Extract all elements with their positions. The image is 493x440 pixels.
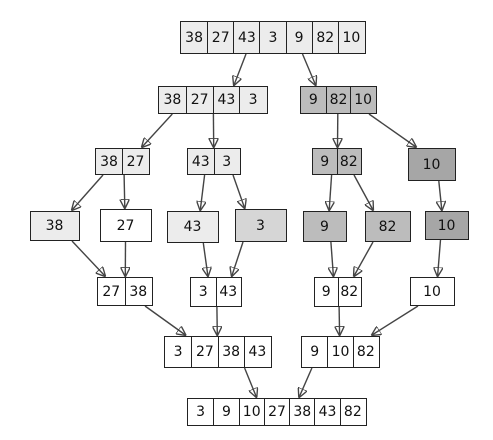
array-cell: 3 xyxy=(236,210,285,241)
array-cell: 43 xyxy=(188,149,214,174)
array-cell: 9 xyxy=(315,278,338,306)
array-cell: 3 xyxy=(188,399,213,425)
leaf-43: 43 xyxy=(167,211,219,243)
array-cell: 27 xyxy=(186,87,213,113)
array-cell: 10 xyxy=(411,278,453,305)
arrow-root-to-split-left xyxy=(234,54,246,85)
arrow-split-9-82-to-leaf-82 xyxy=(354,175,373,210)
array-cell: 43 xyxy=(213,87,240,113)
array-cell: 38 xyxy=(125,278,152,305)
array-cell: 27 xyxy=(207,22,233,53)
arrow-split-left-to-split-38-27 xyxy=(142,114,172,147)
array-cell: 43 xyxy=(233,22,259,53)
array-cell: 27 xyxy=(101,210,150,241)
arrow-split-9-82-to-leaf-9 xyxy=(329,175,331,210)
array-cell: 82 xyxy=(338,278,361,306)
array-cell: 3 xyxy=(214,149,240,174)
array-cell: 9 xyxy=(302,337,327,367)
array-cell: 9 xyxy=(213,399,238,425)
arrow-leaf-38-to-merge-27-38 xyxy=(72,241,105,276)
array-cell: 27 xyxy=(122,149,148,174)
arrow-split-10-to-leaf-10 xyxy=(439,181,442,210)
array-cell: 10 xyxy=(338,22,364,53)
array-cell: 38 xyxy=(218,337,244,367)
array-cell: 82 xyxy=(312,22,338,53)
arrow-leaf-10-to-merge-10 xyxy=(438,240,441,276)
array-cell: 38 xyxy=(181,22,207,53)
merge-10-array: 10 xyxy=(410,277,455,306)
array-cell: 3 xyxy=(165,337,191,367)
array-cell: 43 xyxy=(244,337,270,367)
array-cell: 82 xyxy=(326,87,351,113)
leaf-10: 10 xyxy=(425,211,469,240)
arrow-leaf-43-to-merge-3-43 xyxy=(203,243,208,276)
array-cell: 82 xyxy=(366,212,409,241)
arrow-split-right-to-split-10 xyxy=(369,114,416,147)
array-cell: 38 xyxy=(96,149,122,174)
array-cell: 82 xyxy=(353,337,378,367)
arrow-split-38-27-to-leaf-27 xyxy=(124,175,125,208)
leaf-38: 38 xyxy=(30,211,80,241)
array-cell: 10 xyxy=(426,212,467,239)
arrow-merge-10-to-merge-right xyxy=(372,306,418,335)
arrow-leaf-82-to-merge-9-82 xyxy=(354,242,373,276)
array-cell: 9 xyxy=(286,22,312,53)
array-cell: 10 xyxy=(239,399,264,425)
array-cell: 9 xyxy=(313,149,337,174)
arrow-merge-9-82-to-merge-right xyxy=(339,307,340,335)
array-cell: 38 xyxy=(159,87,186,113)
leaf-9: 9 xyxy=(303,211,347,242)
arrow-split-43-3-to-leaf-43 xyxy=(200,175,204,210)
leaf-82: 82 xyxy=(365,211,411,242)
array-cell: 43 xyxy=(216,278,241,306)
arrow-split-38-27-to-leaf-38 xyxy=(72,175,103,210)
array-cell: 43 xyxy=(168,212,217,242)
array-cell: 10 xyxy=(409,149,454,180)
array-cell: 9 xyxy=(301,87,326,113)
split-10-array: 10 xyxy=(408,148,456,181)
arrow-merge-right-to-result xyxy=(299,368,312,397)
array-cell: 38 xyxy=(31,212,78,240)
arrow-merge-left-to-result xyxy=(245,368,257,397)
arrow-split-43-3-to-leaf-3 xyxy=(233,175,245,208)
array-cell: 3 xyxy=(239,87,266,113)
leaf-27: 27 xyxy=(100,209,152,242)
array-cell: 27 xyxy=(191,337,217,367)
array-cell: 38 xyxy=(289,399,314,425)
array-cell: 9 xyxy=(304,212,345,241)
array-cell: 27 xyxy=(98,278,125,305)
leaf-3: 3 xyxy=(235,209,287,242)
array-cell: 82 xyxy=(337,149,361,174)
array-cell: 3 xyxy=(259,22,285,53)
arrow-leaf-3-to-merge-3-43 xyxy=(232,242,243,276)
array-cell: 43 xyxy=(314,399,339,425)
arrow-leaf-9-to-merge-9-82 xyxy=(331,242,334,276)
array-cell: 3 xyxy=(191,278,216,306)
array-cell: 27 xyxy=(264,399,289,425)
arrow-root-to-split-right xyxy=(303,54,316,85)
array-cell: 82 xyxy=(340,399,365,425)
array-cell: 10 xyxy=(350,87,375,113)
arrow-merge-27-38-to-merge-left xyxy=(145,306,185,335)
array-cell: 10 xyxy=(327,337,352,367)
